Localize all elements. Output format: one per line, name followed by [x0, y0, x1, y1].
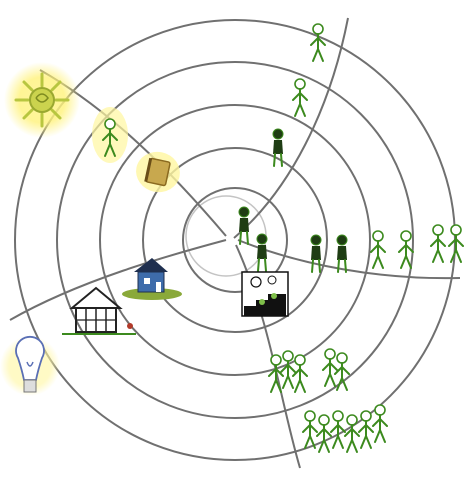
glow-figure — [92, 107, 128, 163]
meeting-pairs — [310, 224, 464, 273]
meeting-icon — [241, 271, 289, 317]
sun-icon — [4, 62, 80, 138]
ring-3 — [99, 104, 371, 376]
growth-figures — [272, 23, 326, 167]
house-icon — [122, 258, 182, 300]
lightbulb-icon — [0, 335, 60, 396]
ring-5 — [14, 19, 456, 461]
ring-2 — [142, 147, 328, 333]
divider-upper-right — [233, 17, 349, 239]
construction-icon — [62, 286, 136, 335]
divider-lower-left — [9, 239, 227, 321]
ring-4 — [56, 61, 414, 419]
book-icon — [136, 151, 180, 193]
ring-1 — [182, 187, 288, 293]
spiral-rings — [14, 19, 456, 461]
